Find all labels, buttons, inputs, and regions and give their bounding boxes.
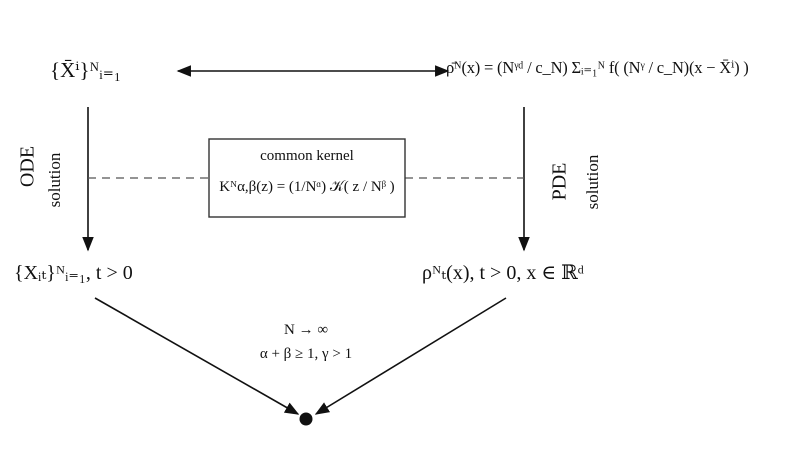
converge-arrow-right bbox=[314, 297, 507, 415]
pde-sublabel: solution bbox=[583, 154, 602, 210]
kernel-formula: Kᴺα,β(z) = (1/Nᵅ) 𝒦( z / Nᵝ ) bbox=[219, 179, 395, 195]
kernel-box bbox=[208, 138, 406, 218]
particles-t: {Xᵢₜ}ᴺᵢ₌₁, t > 0 bbox=[14, 262, 133, 284]
converge-arrow-left bbox=[94, 297, 300, 415]
ode-sublabel: solution bbox=[45, 152, 64, 208]
limit-line-2: α + β ≥ 1, γ > 1 bbox=[259, 346, 353, 362]
ode-label: ODE bbox=[16, 145, 39, 188]
pde-label: PDE bbox=[548, 162, 571, 201]
limit-line-1: N → ∞ bbox=[283, 322, 329, 338]
particles-initial: {X̄ⁱ}ᴺᵢ₌₁ bbox=[50, 58, 122, 82]
limit-point bbox=[299, 412, 313, 426]
density-initial: ρ̄ᴺ(x) = (Nᵞᵈ / c_N) Σᵢ₌₁ᴺ f( (Nᵞ / c_N)… bbox=[446, 58, 749, 77]
density-t: ρᴺₜ(x), t > 0, x ∈ ℝᵈ bbox=[422, 262, 584, 284]
kernel-title: common kernel bbox=[260, 148, 354, 164]
